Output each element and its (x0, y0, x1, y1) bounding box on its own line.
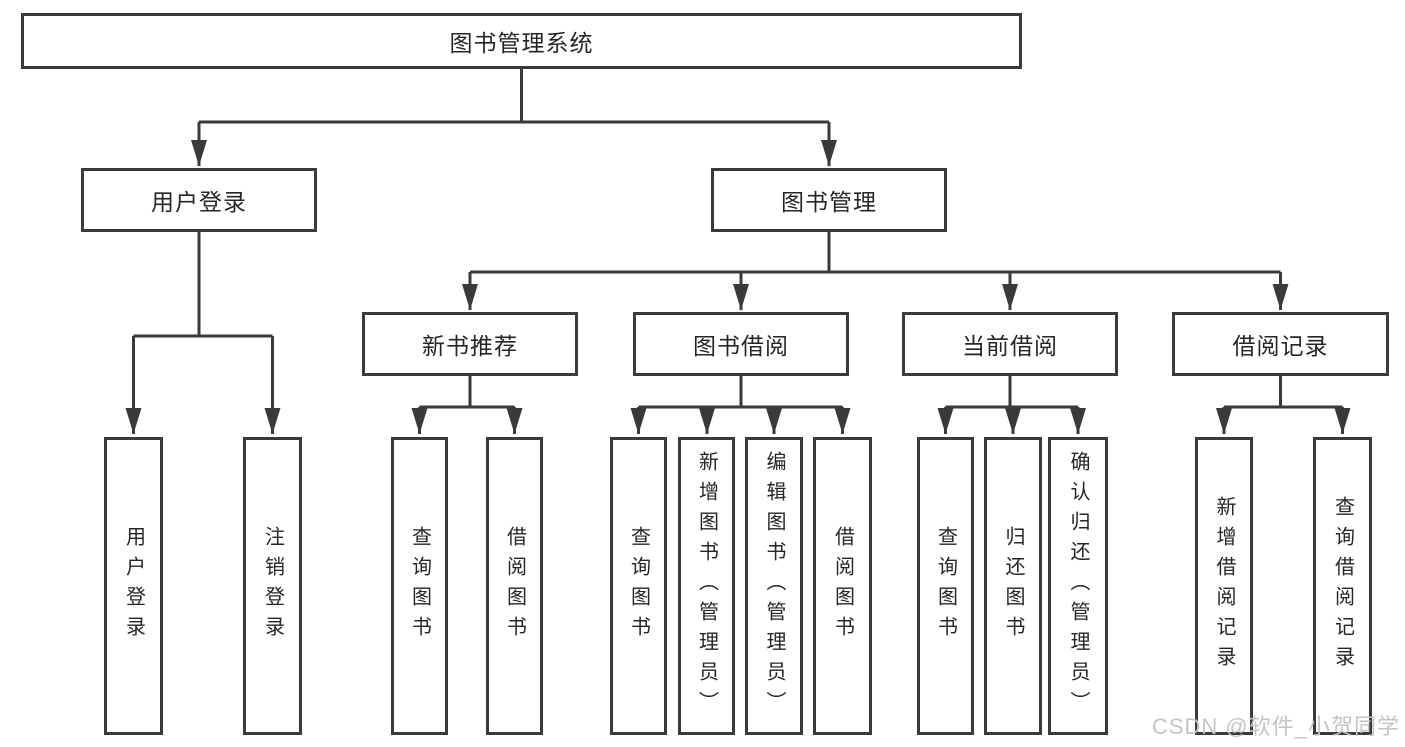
node-new-book-recommendation: 新书推荐 (362, 312, 578, 376)
leaf-logout-label: 注销登录 (261, 526, 284, 646)
edge-trunk-user-login (133, 232, 273, 338)
edge-trunk-root (199, 69, 829, 124)
node-book-management-label: 图书管理 (781, 189, 877, 215)
leaf-rec-borrow-books: 借阅图书 (486, 437, 543, 735)
node-new-book-recommendation-label: 新书推荐 (422, 333, 518, 359)
edge-trunk-current-borrow (945, 376, 1078, 409)
leaf-cb-query-books: 查询图书 (917, 437, 974, 735)
watermark-text: CSDN @软件_小贺同学 (1151, 714, 1400, 739)
edge-trunk-borrow-records (1224, 376, 1343, 409)
edges-user-login-to-leaves (125, 232, 281, 434)
leaf-user-login: 用户登录 (104, 437, 163, 735)
node-user-login: 用户登录 (81, 168, 317, 232)
leaf-cb-return-books: 归还图书 (984, 437, 1042, 735)
leaf-br-query-record: 查询借阅记录 (1313, 437, 1372, 735)
leaf-bb-query-books: 查询图书 (610, 437, 667, 735)
leaf-bb-add-books-admin-label: 新增图书（管理员） (695, 451, 718, 721)
edges-book-borrow-to-leaves (630, 376, 851, 434)
leaf-bb-borrow-books-label: 借阅图书 (831, 526, 854, 646)
leaf-cb-return-books-label: 归还图书 (1002, 526, 1024, 646)
leaf-br-query-record-label: 查询借阅记录 (1331, 496, 1354, 676)
node-current-borrowing: 当前借阅 (902, 312, 1118, 376)
node-current-borrowing-label: 当前借阅 (962, 333, 1058, 359)
leaf-user-login-label: 用户登录 (122, 526, 145, 646)
edge-trunk-book-borrow (638, 376, 843, 409)
node-root-system: 图书管理系统 (21, 13, 1022, 69)
node-borrowing-records: 借阅记录 (1172, 312, 1389, 376)
leaf-cb-query-books-label: 查询图书 (934, 526, 957, 646)
node-book-borrowing: 图书借阅 (633, 312, 849, 376)
edge-trunk-book-mgmt (470, 232, 1281, 274)
leaf-cb-confirm-return-admin: 确认归还（管理员） (1048, 437, 1108, 735)
leaf-br-add-record-label: 新增借阅记录 (1213, 496, 1235, 676)
leaf-bb-edit-books-admin-label: 编辑图书（管理员） (763, 451, 785, 721)
leaf-bb-borrow-books: 借阅图书 (813, 437, 872, 735)
node-book-management: 图书管理 (711, 168, 947, 232)
node-user-login-label: 用户登录 (151, 189, 247, 215)
leaf-bb-query-books-label: 查询图书 (627, 526, 650, 646)
edges-root-to-level2 (191, 69, 837, 166)
leaf-bb-add-books-admin: 新增图书（管理员） (678, 437, 735, 735)
leaf-cb-confirm-return-admin-label: 确认归还（管理员） (1067, 451, 1089, 721)
leaf-rec-borrow-books-label: 借阅图书 (503, 526, 526, 646)
leaf-rec-query-books: 查询图书 (391, 437, 448, 735)
watermark: CSDN @软件_小贺同学 (1152, 709, 1400, 741)
edges-book-mgmt-to-level3 (462, 232, 1289, 310)
leaf-br-add-record: 新增借阅记录 (1195, 437, 1253, 735)
edges-new-book-rec-to-leaves (411, 376, 523, 434)
edges-borrow-records-to-leaves (1216, 376, 1351, 434)
node-borrowing-records-label: 借阅记录 (1232, 333, 1329, 359)
leaf-bb-edit-books-admin: 编辑图书（管理员） (745, 437, 803, 735)
node-root-system-label: 图书管理系统 (449, 30, 594, 56)
edge-trunk-new-book-rec (419, 376, 515, 409)
node-book-borrowing-label: 图书借阅 (693, 333, 789, 359)
leaf-rec-query-books-label: 查询图书 (408, 526, 431, 646)
edges-current-borrow-to-leaves (937, 376, 1086, 434)
leaf-logout: 注销登录 (243, 437, 302, 735)
